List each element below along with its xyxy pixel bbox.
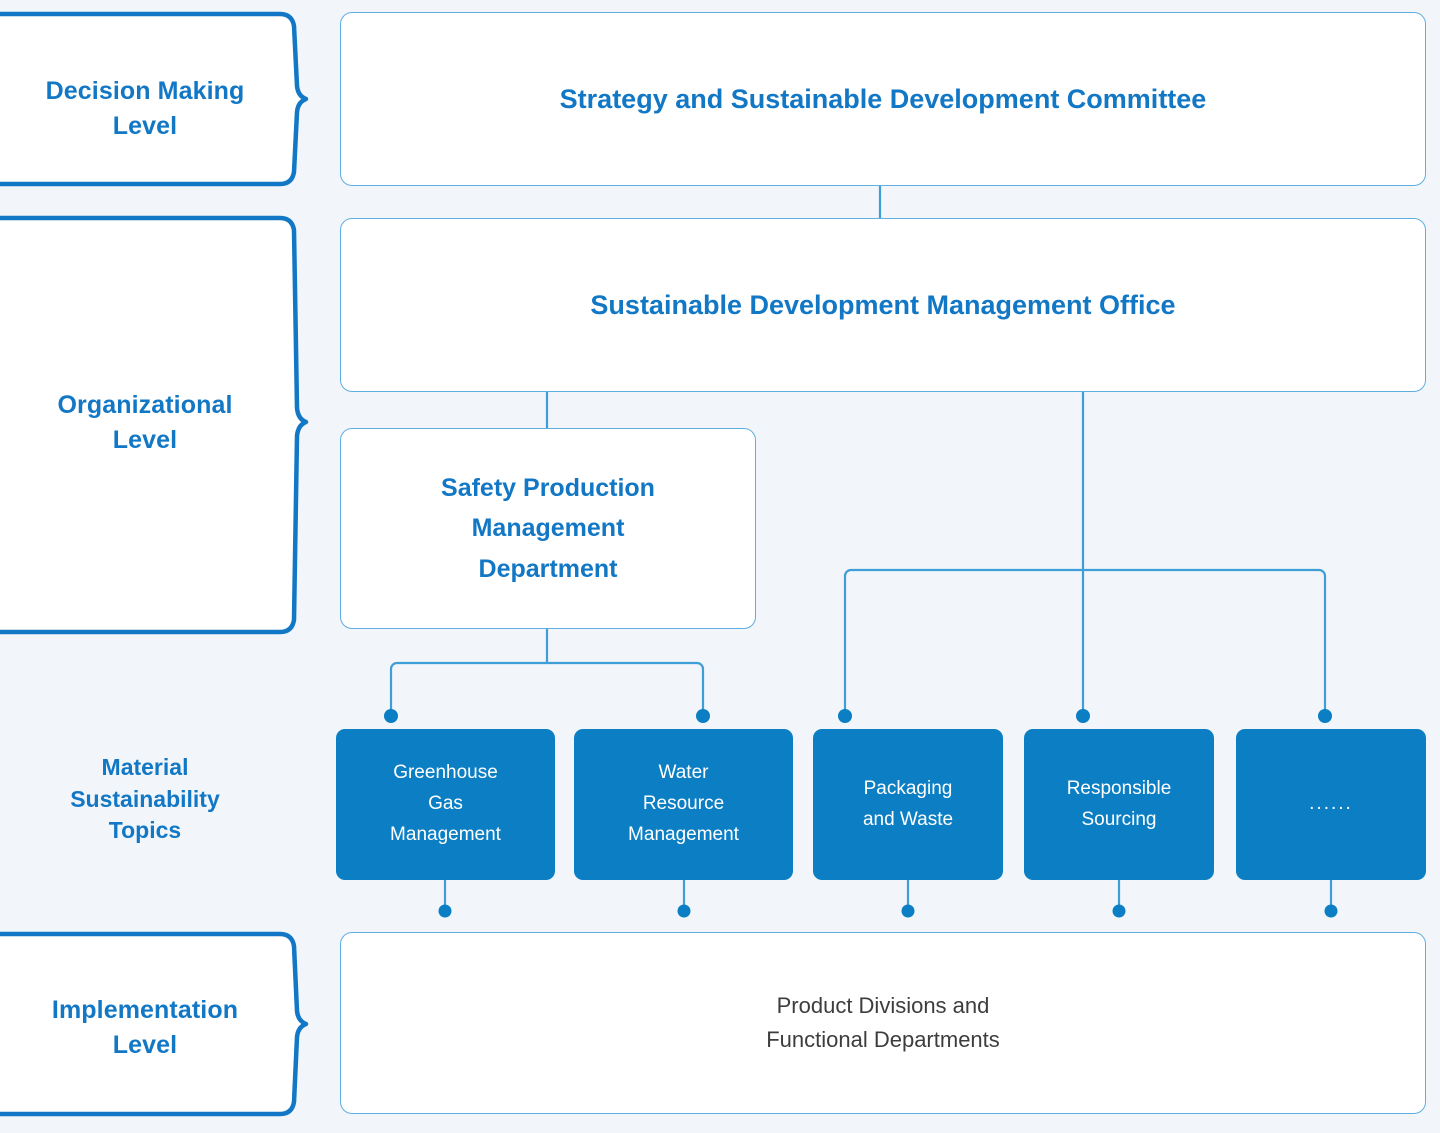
level-panel-decision xyxy=(0,8,310,190)
level-label-decision: Decision Making Level xyxy=(0,74,290,143)
node-safety-department[interactable]: Safety Production Management Department xyxy=(340,428,756,629)
level-label-material-line2: Sustainability xyxy=(70,785,220,812)
level-panel-implementation xyxy=(0,928,310,1120)
topic-line: Sourcing xyxy=(1081,808,1157,830)
topic-line: Packaging xyxy=(863,777,953,799)
node-safety-department-line2: Management xyxy=(471,514,625,543)
level-label-implementation-line2: Level xyxy=(112,1030,178,1059)
level-label-organizational: Organizational Level xyxy=(0,388,290,457)
level-label-organizational-line2: Level xyxy=(112,425,178,454)
node-committee[interactable]: Strategy and Sustainable Development Com… xyxy=(340,12,1426,186)
level-label-organizational-line1: Organizational xyxy=(57,391,233,419)
level-label-decision-line2: Level xyxy=(112,111,178,140)
topic-line: ...... xyxy=(1309,793,1353,815)
level-label-material-line1: Material xyxy=(101,754,189,780)
node-committee-label: Strategy and Sustainable Development Com… xyxy=(559,83,1207,114)
node-safety-department-line3: Department xyxy=(478,554,618,583)
level-label-material-line3: Topics xyxy=(108,817,182,844)
topic-box-greenhouse-gas-management[interactable]: Greenhouse Gas Management xyxy=(336,729,555,880)
node-implementation-departments[interactable]: Product Divisions and Functional Departm… xyxy=(340,932,1426,1114)
topic-box-responsible-sourcing[interactable]: Responsible Sourcing xyxy=(1024,729,1214,880)
topic-line: and Waste xyxy=(862,808,954,830)
topic-line: Resource xyxy=(642,793,725,815)
node-management-office[interactable]: Sustainable Development Management Offic… xyxy=(340,218,1426,392)
level-label-decision-line1: Decision Making xyxy=(45,77,245,105)
node-implementation-line1: Product Divisions and xyxy=(776,992,990,1018)
topic-line: Management xyxy=(628,823,739,845)
level-label-material: Material Sustainability Topics xyxy=(0,752,290,847)
topic-box-packaging-and-waste[interactable]: Packaging and Waste xyxy=(813,729,1003,880)
level-label-implementation: Implementation Level xyxy=(0,993,290,1062)
node-management-office-label: Sustainable Development Management Offic… xyxy=(590,289,1176,320)
topic-box-water-resource-management[interactable]: Water Resource Management xyxy=(574,729,793,880)
topic-line: Responsible xyxy=(1066,777,1172,799)
topic-box-ellipsis[interactable]: ...... xyxy=(1236,729,1426,880)
topic-line: Gas xyxy=(428,793,463,815)
node-safety-department-line1: Safety Production xyxy=(441,473,655,502)
node-implementation-line2: Functional Departments xyxy=(766,1027,1000,1052)
topic-line: Water xyxy=(658,762,709,784)
level-panel-organizational xyxy=(0,212,310,640)
topic-line: Greenhouse xyxy=(393,762,498,784)
level-label-implementation-line1: Implementation xyxy=(51,996,239,1024)
topic-line: Management xyxy=(390,823,501,845)
